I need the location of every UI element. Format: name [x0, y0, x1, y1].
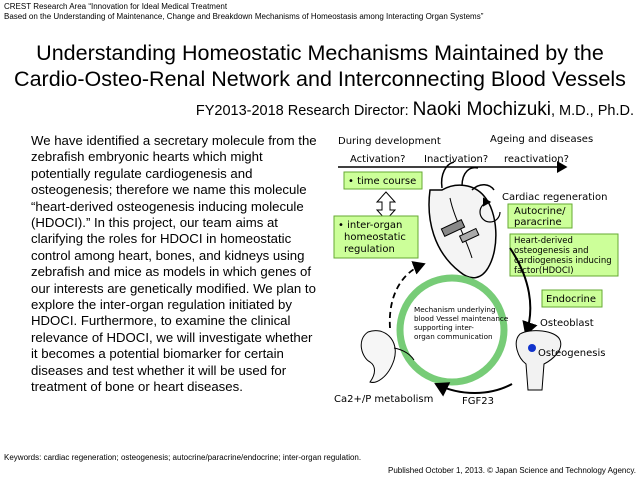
kidney-to-heart-arrow	[388, 261, 426, 329]
during-development-label: During development	[338, 136, 441, 147]
hdoci-line-2: osteogenesis and	[514, 246, 589, 256]
osteogenesis-label: Osteogenesis	[538, 348, 605, 359]
fgf23-label: FGF23	[462, 396, 494, 407]
heart-to-bone-arrow	[509, 247, 538, 336]
director-suffix: , M.D., Ph.D.	[551, 103, 634, 119]
interorgan-line-2: homeostatic	[344, 232, 406, 243]
hdoci-line-1: Heart-derived	[514, 236, 573, 246]
endocrine-label: Endocrine	[546, 294, 596, 305]
bone-icon	[515, 330, 562, 391]
research-director: FY2013-2018 Research Director: Naoki Moc…	[196, 99, 634, 121]
page-title-line-2: Cardio-Osteo-Renal Network and Interconn…	[14, 67, 626, 91]
heart-icon	[428, 161, 497, 279]
vessel-circle	[396, 274, 508, 386]
time-course-label: • time course	[348, 176, 416, 187]
autocrine-line-1: Autocrine/	[514, 206, 566, 217]
mechanism-line-2: blood Vessel maintenance	[414, 314, 509, 323]
autocrine-box	[507, 203, 573, 229]
mechanism-line-3: supporting inter-	[414, 323, 474, 332]
reactivation-label: reactivation?	[504, 154, 569, 165]
interorgan-line-3: regulation	[344, 244, 395, 255]
published-notice: Published October 1, 2013. © Japan Scien…	[388, 466, 636, 475]
ageing-label: Ageing and diseases	[490, 134, 593, 145]
inactivation-label: Inactivation?	[424, 154, 488, 165]
ca-metabolism-label: Ca2+/P metabolism	[334, 394, 433, 405]
header-line-2: Based on the Understanding of Maintenanc…	[4, 12, 484, 21]
figure-diagram: During development Ageing and diseases A…	[333, 134, 619, 407]
cardiac-regeneration-label: Cardiac regeneration	[502, 192, 607, 203]
activation-label: Activation?	[350, 154, 405, 165]
hdoci-line-4: factor(HDOCI)	[514, 266, 574, 276]
director-prefix: FY2013-2018 Research Director:	[195, 103, 413, 119]
mechanism-line-4: organ communication	[414, 332, 493, 341]
time-course-box	[343, 171, 423, 190]
osteoblast-label: Osteoblast	[540, 318, 594, 329]
endocrine-box	[541, 289, 603, 308]
keywords: Keywords: cardiac regeneration; osteogen…	[4, 453, 362, 462]
autocrine-line-2: paracrine	[514, 217, 562, 228]
header-line-1: CREST Research Area “Innovation for Idea…	[4, 2, 228, 11]
kidney-icon	[360, 330, 415, 383]
page-title-line-1: Understanding Homeostatic Mechanisms Mai…	[36, 41, 604, 65]
hdoci-box	[509, 233, 619, 277]
hdoci-line-3: cardiogenesis inducing	[514, 256, 612, 266]
interorgan-line-1: • inter-organ	[338, 220, 402, 231]
project-description: We have identified a secretary molecule …	[31, 133, 317, 395]
interorgan-box	[333, 215, 419, 259]
mechanism-line-1: Mechanism underlying	[414, 305, 496, 314]
regeneration-cycle-icon	[479, 197, 501, 223]
director-name: Naoki Mochizuki	[412, 99, 551, 120]
bone-to-kidney-arrow	[434, 382, 513, 397]
